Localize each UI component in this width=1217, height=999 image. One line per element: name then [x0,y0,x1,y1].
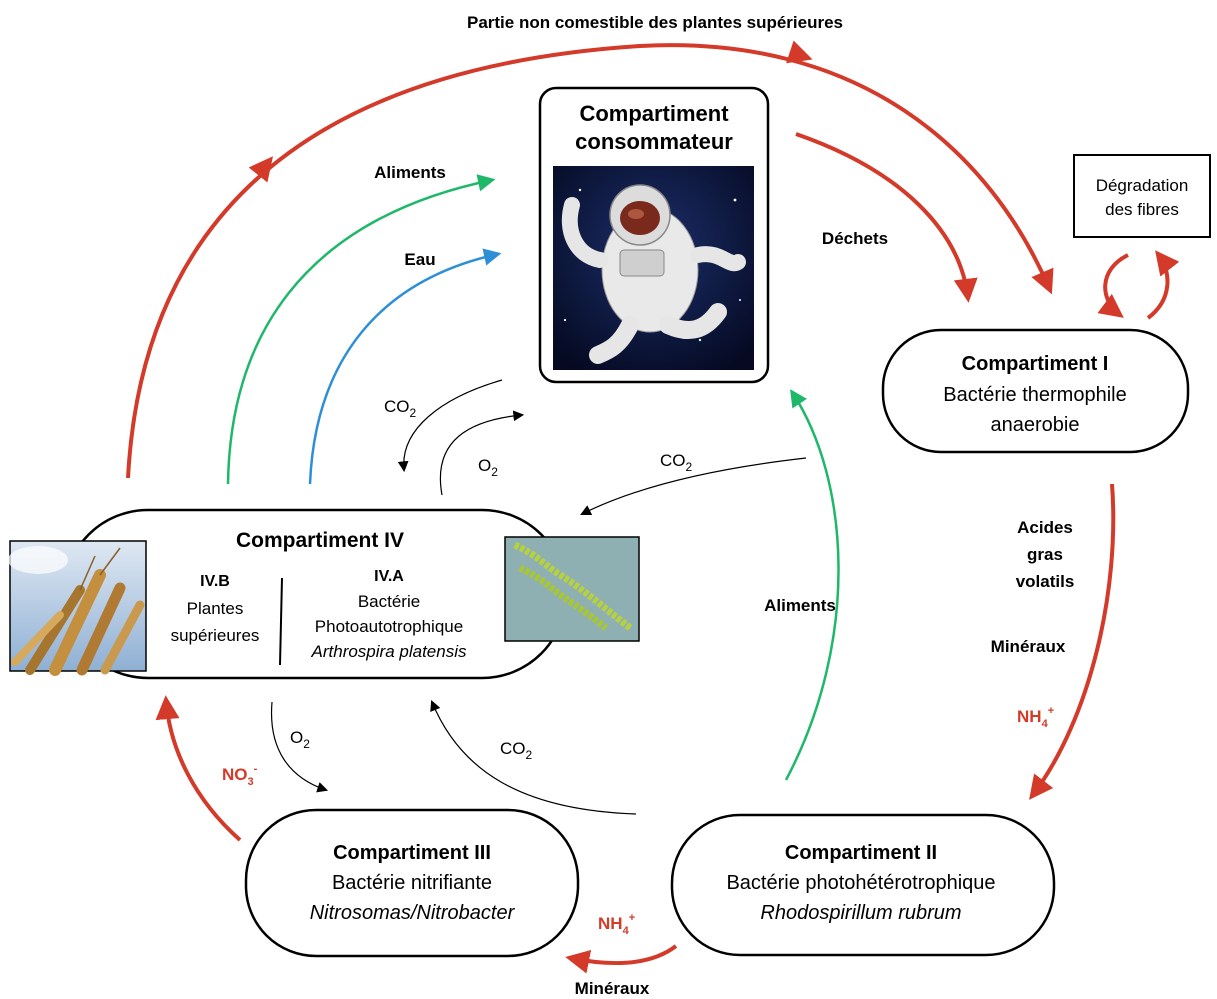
compartment-4b-line1: Plantes [187,599,244,618]
compartment-4b-code: IV.B [200,573,230,590]
compartment-1-title: Compartiment I [962,353,1109,375]
label-co2-center: CO2 [384,397,417,420]
wheat-image [8,540,147,676]
astronaut-image [553,166,754,370]
label-acides-line1: Acides [1017,518,1073,537]
black-arrow-o2-low [270,701,329,793]
fiber-line2: des fibres [1105,200,1179,219]
red-arc-top-mid-arrow-right [785,40,813,64]
red-arrow-nh4-bottom [565,944,678,974]
compartment-2-line1: Bactérie photohétérotrophique [726,872,995,894]
compartment-1-box [881,328,1190,454]
compartment-2-line2: Rhodospirillum rubrum [760,902,961,924]
red-arrow-dechets [795,132,978,303]
consumer-title-line2: consommateur [575,129,733,154]
label-co2-low: CO2 [500,739,533,762]
compartment-3-line1: Bactérie nitrifiante [332,872,492,894]
black-arrow-co2-right [580,457,807,515]
black-arrow-o2-center [439,410,525,496]
red-arrow-comp1-to-comp2 [1029,483,1116,800]
label-mineraux-right: Minéraux [991,637,1066,656]
red-arrow-fiber-down [1097,253,1129,318]
compartment-3-line2: Nitrosomas/Nitrobacter [310,902,516,924]
spirulina-image [504,536,640,642]
label-mineraux-bottom: Minéraux [575,979,650,998]
label-acides-line3: volatils [1016,572,1075,591]
compartment-1-line2: anaerobie [991,414,1080,436]
label-o2-center: O2 [478,456,498,479]
red-arc-top [126,43,1054,479]
label-dechets: Déchets [822,229,888,248]
compartment-4-divider [279,577,283,666]
compartment-4a-line3: Arthrospira platensis [311,642,467,661]
fiber-line1: Dégradation [1096,176,1189,195]
red-arc-top-mid-arrow-left [248,156,273,183]
label-co2-right: CO2 [660,451,693,474]
fiber-box [1073,154,1211,238]
label-no3: NO3- [222,763,258,788]
red-arrow-fiber-up [1146,250,1180,320]
green-arrow-aliments-right [784,389,840,781]
label-aliments-right: Aliments [764,596,836,615]
black-arrow-co2-center [397,379,503,473]
consumer-title-line1: Compartiment [579,101,729,126]
compartment-4b-line2: supérieures [171,626,260,645]
label-eau: Eau [404,250,435,269]
compartment-2-box [670,813,1056,957]
compartment-4-title: Compartiment IV [236,529,404,552]
compartment-4a-line1: Bactérie [358,592,420,611]
label-o2-low: O2 [290,728,310,751]
black-arrow-co2-low [430,700,637,815]
compartment-3-title: Compartiment III [333,842,491,864]
green-arrow-aliments-top [226,174,496,485]
compartment-3-box [244,808,580,958]
compartment-2-title: Compartiment II [785,842,937,864]
red-arrow-no3 [155,695,242,842]
compartment-4a-line2: Photoautotrophique [315,617,463,636]
compartment-4a-code: IV.A [374,568,404,585]
label-nh4-bottom: NH4+ [598,912,635,937]
label-acides-line2: gras [1027,545,1063,564]
label-aliments-top: Aliments [374,163,446,182]
label-nh4-right: NH4+ [1017,705,1054,730]
blue-arrow-eau [308,248,502,485]
compartment-1-line1: Bactérie thermophile [943,384,1126,406]
top-label: Partie non comestible des plantes supéri… [467,13,843,32]
